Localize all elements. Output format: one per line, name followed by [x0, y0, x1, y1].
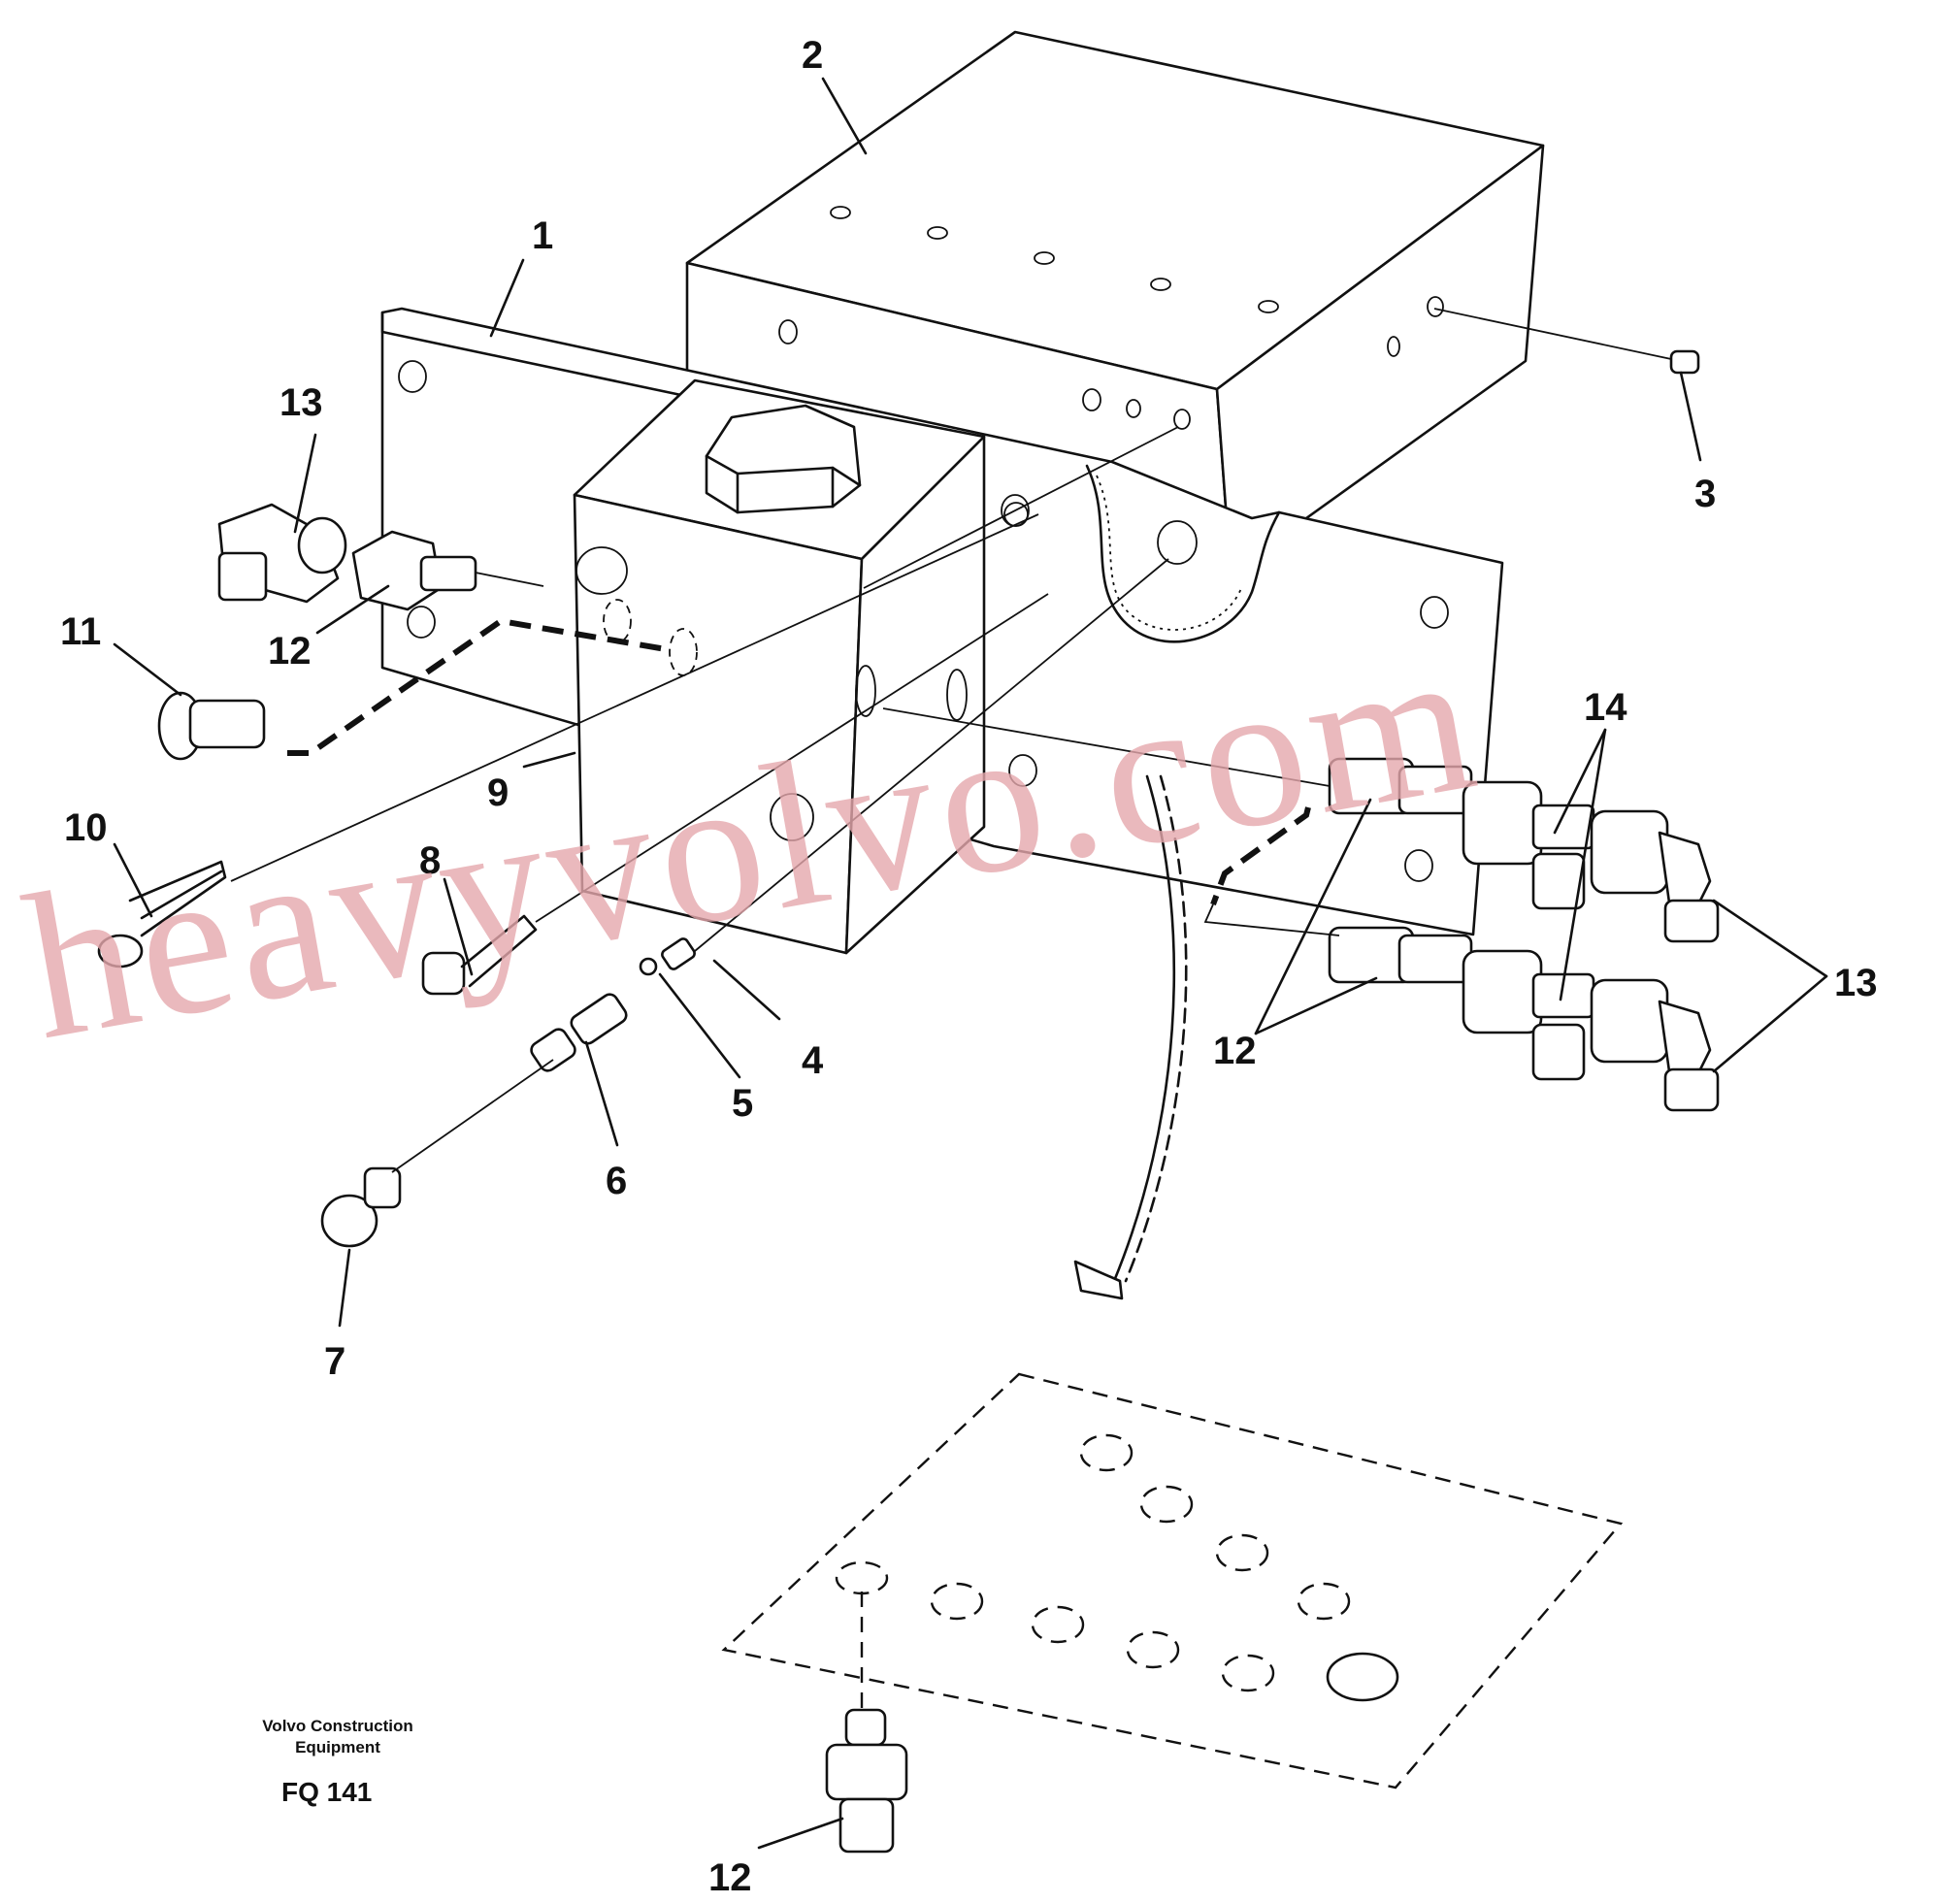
pin-4	[661, 937, 696, 970]
callout-6: 6	[606, 1160, 627, 1202]
callout-4: 4	[802, 1039, 824, 1082]
callout-10: 10	[64, 806, 108, 849]
housing-9	[573, 378, 1029, 955]
adapter-12-bottom	[844, 1708, 887, 1747]
assembly-lines	[230, 308, 1672, 1300]
company-line-2: Equipment	[295, 1738, 380, 1756]
callout-14: 14	[1584, 686, 1627, 729]
cap-screw-8	[421, 951, 466, 996]
callout-1: 1	[532, 214, 553, 257]
footer: Volvo Construction Equipment FQ 141	[262, 1717, 413, 1807]
callout-9: 9	[487, 771, 509, 814]
base-plate	[721, 1372, 1624, 1854]
ring-5	[639, 957, 658, 976]
callout-8: 8	[419, 839, 441, 882]
callout-12-right: 12	[1213, 1030, 1257, 1072]
elbow-fitting-13-upper	[1590, 809, 1669, 895]
callout-5: 5	[732, 1082, 753, 1125]
parts-right	[1328, 757, 1720, 1112]
callout-11: 11	[60, 610, 101, 653]
callout-13-left: 13	[279, 381, 323, 424]
callout-7: 7	[324, 1340, 345, 1383]
pin-6	[530, 1028, 576, 1072]
elbow-fitting-13-lower	[1590, 978, 1669, 1064]
callout-12-bottom: 12	[708, 1856, 752, 1899]
tee-fitting-14-lower	[1462, 949, 1543, 1034]
callout-labels: 1 2 3 4 5 6 7 8 9 10 11 12 12 12 13 13 1…	[60, 34, 1878, 1899]
plug-7	[320, 1194, 378, 1248]
figure-code: FQ 141	[281, 1777, 372, 1807]
leader-lines	[113, 77, 1828, 1850]
callout-2: 2	[802, 34, 823, 77]
callout-12-left: 12	[268, 630, 312, 673]
screw-10	[140, 870, 223, 920]
callout-13-right: 13	[1834, 962, 1878, 1004]
parts-left	[97, 349, 1700, 1248]
company-line-1: Volvo Construction	[262, 1717, 413, 1735]
plug-3	[1669, 349, 1700, 375]
callout-3: 3	[1694, 473, 1716, 515]
